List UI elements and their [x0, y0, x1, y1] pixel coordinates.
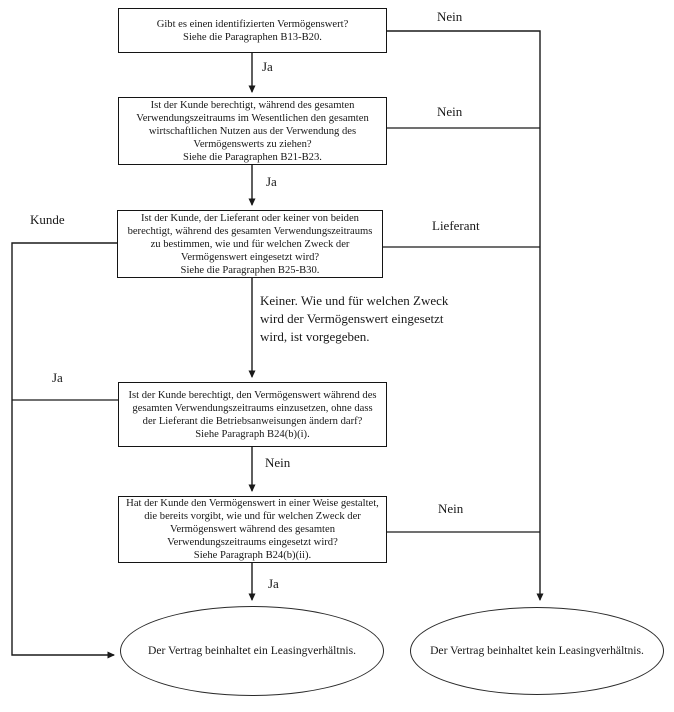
- edge-label-lieferant: Lieferant: [432, 218, 480, 233]
- edge-q3-kunde-trunk: [11, 242, 117, 659]
- outcome-text: Der Vertrag beinhaltet ein Leasingverhäl…: [147, 644, 357, 657]
- edge-label-nein: Nein: [265, 455, 291, 470]
- decision-box-economic-benefits: Ist der Kunde berechtigt, während des ge…: [118, 97, 387, 165]
- decision-box-text: Ist der Kunde berechtigt, den Vermögensw…: [128, 389, 377, 440]
- edge-label-ja: Ja: [266, 174, 277, 189]
- edge-q1-nein-trunk: [387, 30, 544, 601]
- decision-box-text: Ist der Kunde, der Lieferant oder keiner…: [127, 212, 373, 276]
- edge-label-kunde: Kunde: [30, 212, 65, 227]
- decision-box-text: Ist der Kunde berechtigt, während des ge…: [136, 99, 369, 163]
- edge-label-nein: Nein: [437, 104, 463, 119]
- decision-box-text: Hat der Kunde den Vermögenswert in einer…: [126, 498, 379, 561]
- decision-box-identified-asset: Gibt es einen identifizierten Vermögensw…: [118, 8, 387, 53]
- edge-label-ja: Ja: [262, 59, 273, 74]
- outcome-ellipse-no-lease: Der Vertrag beinhaltet kein Leasingverhä…: [410, 607, 664, 695]
- edge-label-ja: Ja: [52, 370, 63, 385]
- decision-box-designed-asset: Hat der Kunde den Vermögenswert in einer…: [118, 496, 387, 563]
- decision-box-operate-asset: Ist der Kunde berechtigt, den Vermögensw…: [118, 382, 387, 447]
- edge-label-nein: Nein: [437, 9, 463, 24]
- outcome-text: Der Vertrag beinhaltet kein Leasingverhä…: [430, 644, 644, 657]
- decision-box-who-directs-use: Ist der Kunde, der Lieferant oder keiner…: [117, 210, 383, 278]
- edge-label-keiner: Keiner. Wie und für welchen Zweck wird d…: [260, 293, 449, 344]
- decision-box-text: Gibt es einen identifizierten Vermögensw…: [156, 18, 349, 43]
- edge-label-nein: Nein: [438, 501, 464, 516]
- outcome-ellipse-lease: Der Vertrag beinhaltet ein Leasingverhäl…: [120, 606, 384, 696]
- edge-label-ja: Ja: [268, 576, 279, 591]
